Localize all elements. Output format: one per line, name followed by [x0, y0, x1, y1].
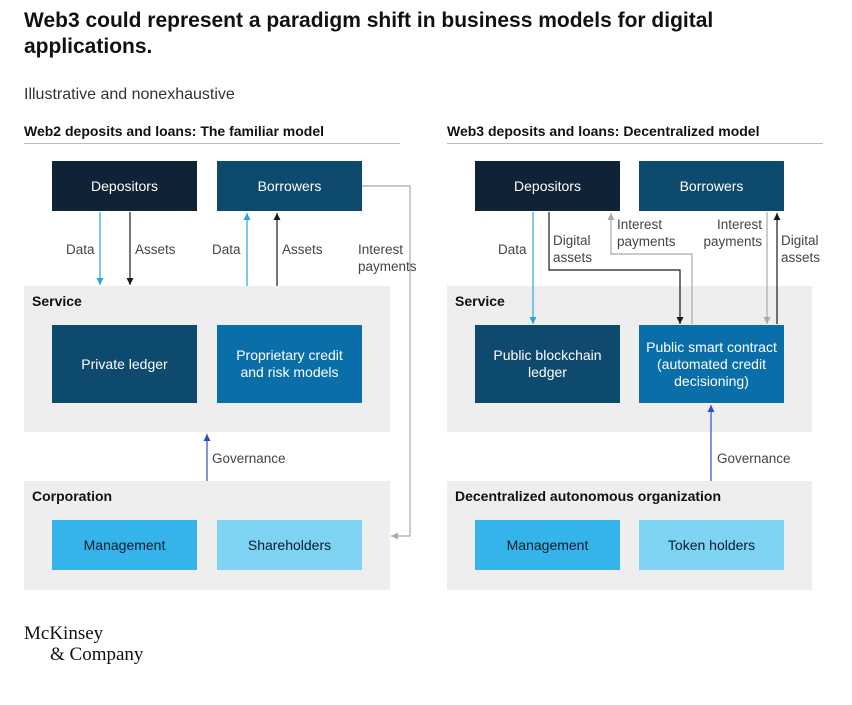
right-digital-assets-label-1: Digital assets — [553, 233, 593, 265]
right-management-box: Management — [475, 520, 620, 570]
right-borrowers-box: Borrowers — [639, 161, 784, 211]
private-ledger-box: Private ledger — [52, 325, 197, 403]
left-borrowers-box: Borrowers — [217, 161, 362, 211]
left-management-box: Management — [52, 520, 197, 570]
left-corporation-label: Corporation — [32, 488, 113, 504]
right-depositors-box: Depositors — [475, 161, 620, 211]
token-holders-box: Token holders — [639, 520, 784, 570]
left-interest-arrow — [362, 185, 411, 540]
mckinsey-logo-line2: & Company — [50, 644, 144, 665]
right-interest-label-2: Interest payments — [703, 217, 762, 249]
right-dao-label: Decentralized autonomous organization — [455, 488, 722, 504]
left-service-label: Service — [32, 293, 82, 309]
right-data-label: Data — [498, 242, 527, 257]
right-interest-label-1: Interest payments — [617, 217, 676, 249]
page-title: Web3 could represent a paradigm shift in… — [24, 9, 714, 58]
left-governance-label: Governance — [212, 451, 286, 466]
public-blockchain-ledger-box: Public blockchain ledger — [475, 325, 620, 403]
left-data-label-2: Data — [212, 242, 241, 257]
left-heading: Web2 deposits and loans: The familiar mo… — [24, 123, 325, 139]
left-interest-label: Interest payments — [358, 242, 417, 274]
page-subtitle: Illustrative and nonexhaustive — [24, 86, 235, 103]
right-heading: Web3 deposits and loans: Decentralized m… — [447, 123, 760, 139]
left-assets-label-2: Assets — [282, 242, 323, 257]
right-digital-assets-arrow-1 — [548, 212, 684, 324]
left-data-label-1: Data — [66, 242, 95, 257]
shareholders-box: Shareholders — [217, 520, 362, 570]
right-interest-arrow-1 — [607, 213, 693, 324]
smart-contract-box: Public smart contract (automated credit … — [639, 325, 784, 403]
right-service-label: Service — [455, 293, 505, 309]
mckinsey-logo-line1: McKinsey — [24, 623, 104, 644]
left-divider — [24, 143, 400, 144]
right-divider — [447, 143, 823, 144]
left-assets-label-1: Assets — [135, 242, 176, 257]
right-governance-label: Governance — [717, 451, 791, 466]
right-digital-assets-label-2: Digital assets — [781, 233, 821, 265]
credit-risk-models-box: Proprietary credit and risk models — [217, 325, 362, 403]
left-depositors-box: Depositors — [52, 161, 197, 211]
